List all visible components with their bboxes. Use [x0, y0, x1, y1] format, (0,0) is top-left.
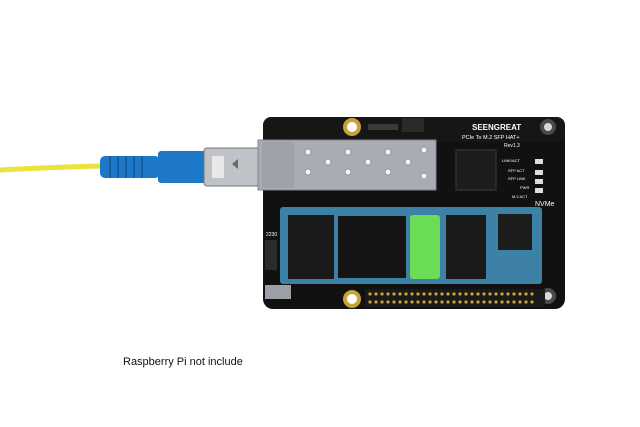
- nand-chip: [288, 215, 334, 279]
- fiber-optic-cable: [0, 147, 261, 187]
- gpio-header: [365, 289, 545, 307]
- led-indicator: [535, 159, 543, 164]
- silk-link-act: LINK/ACT: [502, 158, 521, 163]
- dram-chip: [498, 214, 532, 250]
- silk-nvme: NVMe: [535, 201, 555, 208]
- led-indicator: [535, 179, 543, 184]
- silk-sfp-link: SFP LINK: [508, 176, 526, 181]
- m2-nvme-ssd: [280, 207, 562, 284]
- brand-label: SEENGREAT: [472, 123, 521, 132]
- m2-socket: [542, 212, 562, 282]
- revision-label: Rev1.3: [504, 143, 520, 149]
- ssd-label-sticker: [410, 215, 440, 279]
- silk-m2-act: M.2 ACT: [512, 194, 528, 199]
- led-indicator: [535, 188, 543, 193]
- led-indicator: [535, 170, 543, 175]
- silk-pwr: PWR: [520, 185, 529, 190]
- lc-connector-boot: [100, 156, 160, 178]
- nand-chip: [338, 216, 406, 278]
- silk-size: 2230: [266, 232, 277, 238]
- sfp-cage: [257, 139, 437, 191]
- controller-chip: [446, 215, 486, 279]
- controller-chip: [455, 149, 497, 191]
- caption-text: Raspberry Pi not include: [123, 356, 243, 368]
- product-label: PCIe To M.2 SFP HAT+: [462, 135, 520, 141]
- silk-sfp-act: SFP ACT: [508, 168, 525, 173]
- lc-connector-body: [158, 151, 206, 183]
